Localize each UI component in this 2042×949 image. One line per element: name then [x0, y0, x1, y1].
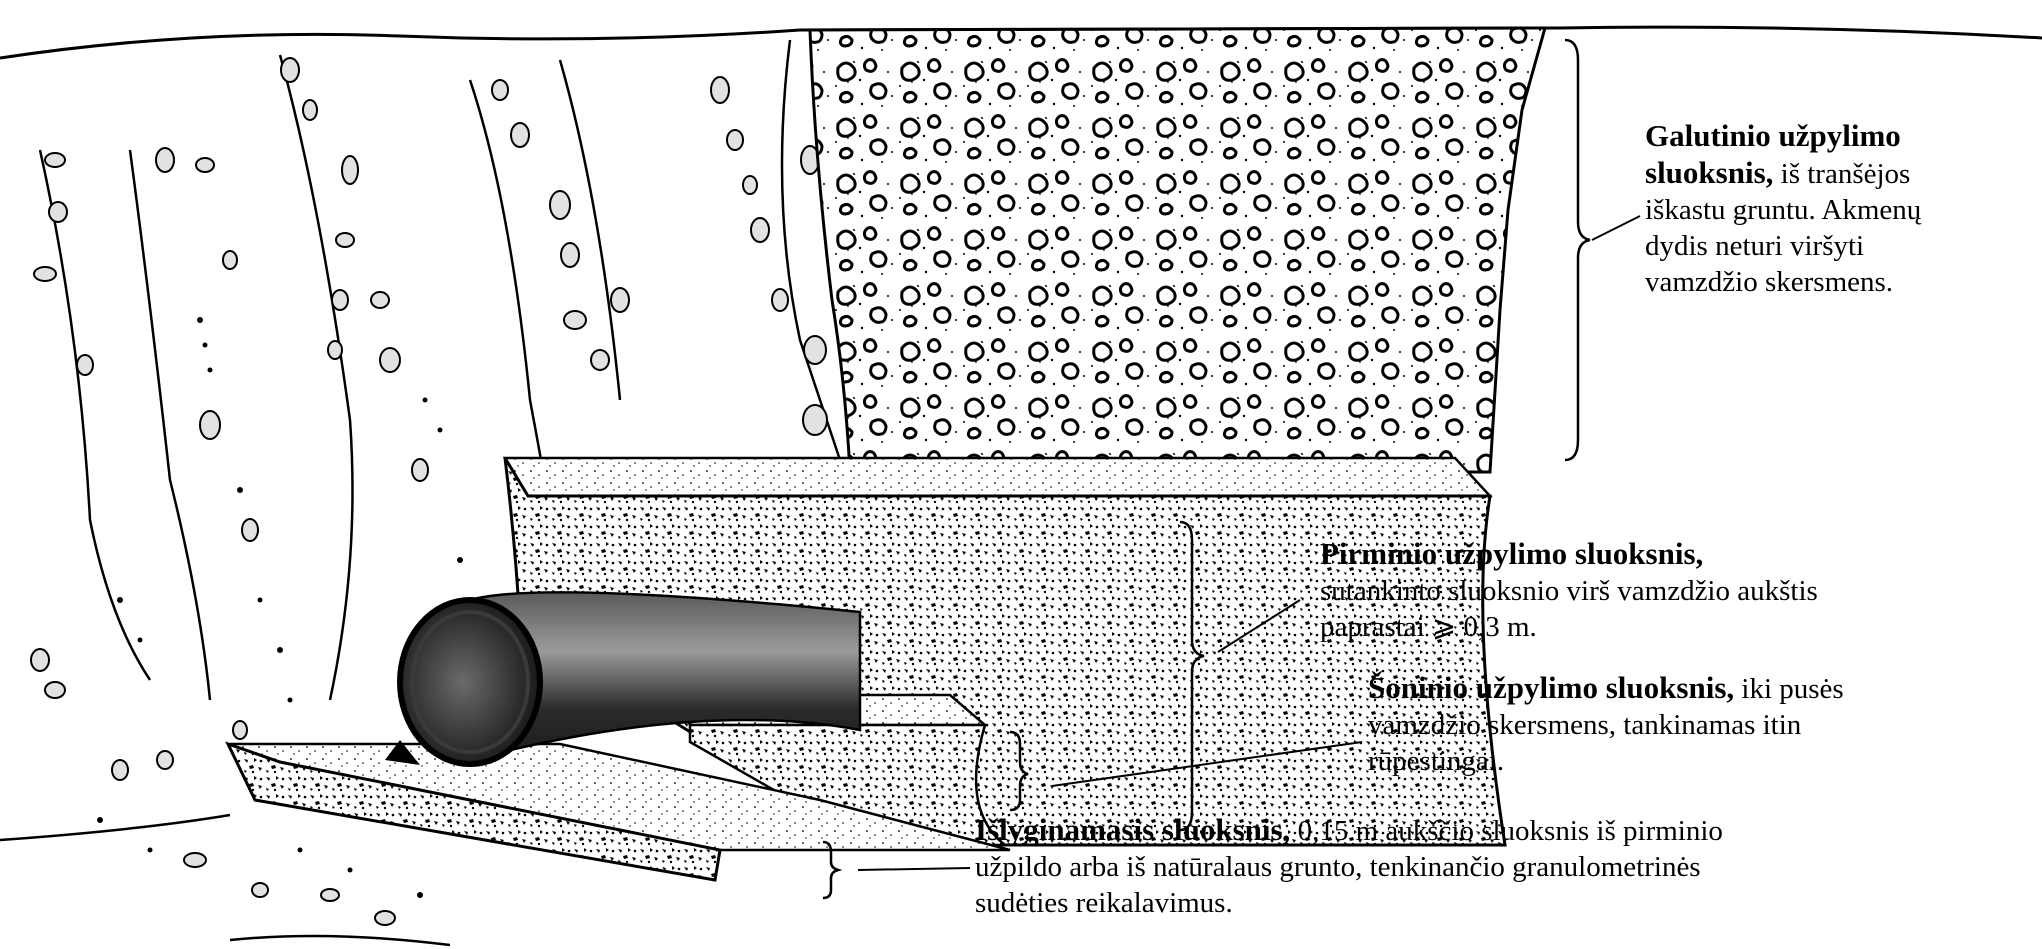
final-backfill-layer — [810, 28, 1545, 472]
side-backfill-label: Šoninio užpylimo sluoksnis, iki pusės va… — [1368, 670, 1844, 779]
primary-backfill-desc-1: sutankinto sluoksnio virš vamzdžio aukšt… — [1320, 573, 1818, 609]
pipe-opening — [400, 600, 540, 764]
brace-final — [1565, 40, 1590, 460]
primary-backfill-top — [505, 458, 1490, 496]
bedding-layer-desc-3: sudėties reikalavimus. — [975, 885, 1723, 921]
primary-backfill-label: Pirminio užpylimo sluoksnis, sutankinto … — [1320, 536, 1818, 645]
final-backfill-desc-1: iš tranšėjos — [1773, 158, 1910, 190]
final-backfill-desc-4: vamzdžio skersmens. — [1645, 264, 1921, 300]
final-backfill-desc-3: dydis neturi viršyti — [1645, 228, 1921, 264]
final-backfill-title: Galutinio užpylimo — [1645, 118, 1901, 153]
side-backfill-desc-3: rūpestingai. — [1368, 743, 1844, 779]
primary-backfill-title: Pirminio užpylimo sluoksnis, — [1320, 536, 1703, 571]
primary-backfill-desc-2: paprastai ⩾ 0,3 m. — [1320, 609, 1818, 645]
side-backfill-desc-2: vamzdžio skersmens, tankinamas itin — [1368, 707, 1844, 743]
bedding-layer-desc-2: užpildo arba iš natūralaus grunto, tenki… — [975, 849, 1723, 885]
bedding-layer-title: Išlyginamasis sluoksnis, — [975, 812, 1290, 847]
bedding-layer-label: Išlyginamasis sluoksnis, 0,15 m aukščio … — [975, 812, 1723, 921]
final-backfill-desc-2: iškastu gruntu. Akmenų — [1645, 192, 1921, 228]
final-backfill-label: Galutinio užpylimo sluoksnis, iš tranšėj… — [1645, 118, 1921, 300]
bedding-layer-desc-1: 0,15 m aukščio sluoksnis iš pirminio — [1290, 815, 1723, 847]
side-backfill-desc-1: iki pusės — [1734, 673, 1844, 705]
side-backfill-title: Šoninio užpylimo sluoksnis, — [1368, 670, 1734, 705]
final-backfill-title-cont: sluoksnis, — [1645, 155, 1773, 190]
